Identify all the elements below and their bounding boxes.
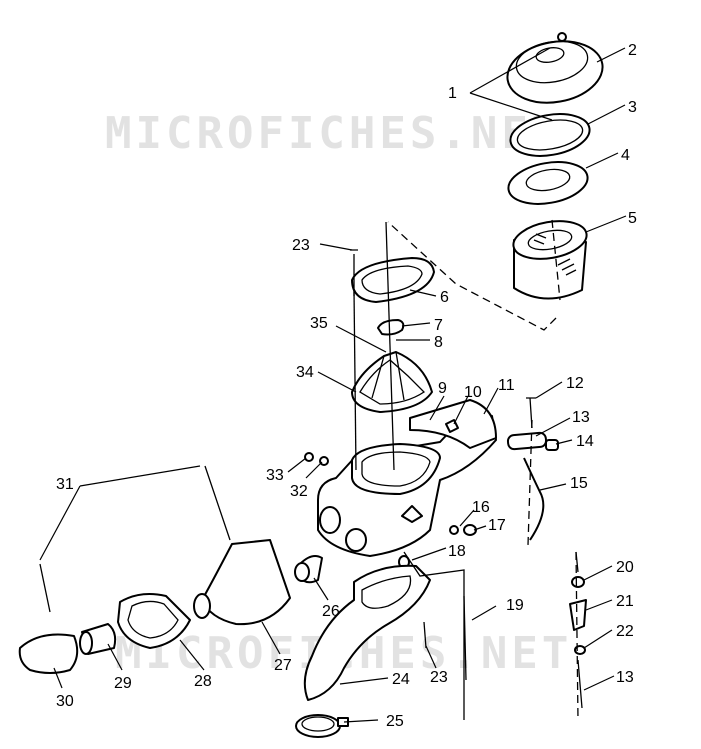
callout-32: 32	[290, 483, 308, 500]
plate	[377, 319, 405, 336]
callout-19: 19	[506, 597, 524, 614]
callout-20: 20	[616, 559, 634, 576]
callout-26: 26	[322, 603, 340, 620]
callout-29: 29	[114, 675, 132, 692]
callout-3: 3	[628, 99, 637, 116]
venturi-boot	[351, 351, 433, 413]
callout-30: 30	[56, 693, 74, 710]
drain-hose-15	[523, 457, 545, 541]
watermark-top: MICROFICHES.NET	[105, 108, 562, 159]
callout-23-bottom: 23	[430, 669, 448, 686]
callout-33: 33	[266, 467, 284, 484]
filter-cover	[506, 32, 604, 104]
fuel-line-20	[571, 551, 585, 588]
bolt-33	[304, 452, 314, 462]
intake-boot-27	[193, 539, 291, 626]
callout-13-bottom: 13	[616, 669, 634, 686]
filter-wing-nut	[509, 113, 591, 157]
callout-4: 4	[621, 147, 630, 164]
nut-32	[319, 456, 329, 466]
hose-clamp	[295, 714, 349, 738]
leader-lines	[39, 47, 627, 723]
guide-line-vertical	[385, 221, 395, 471]
callout-16: 16	[472, 499, 490, 516]
callout-25: 25	[386, 713, 404, 730]
callout-34: 34	[296, 364, 314, 381]
callout-23-top: 23	[292, 237, 310, 254]
guide-dashed-filter	[551, 219, 561, 301]
hose-13	[506, 431, 548, 451]
screw-23-bottom	[423, 621, 427, 649]
callout-28: 28	[194, 673, 212, 690]
air-box	[317, 409, 497, 557]
callout-2: 2	[628, 42, 637, 59]
airbox-gasket	[351, 257, 435, 303]
callout-14: 14	[576, 433, 594, 450]
callout-22: 22	[616, 623, 634, 640]
rods-31	[39, 465, 231, 613]
connector-26	[294, 555, 323, 584]
guide-dashed-right	[527, 419, 533, 546]
callout-7: 7	[434, 317, 443, 334]
callout-18: 18	[448, 543, 466, 560]
guide-dashed-top	[387, 221, 557, 331]
seal-28	[117, 593, 191, 649]
callout-27: 27	[274, 657, 292, 674]
guide-line-18	[403, 551, 465, 720]
callout-1: 1	[448, 85, 457, 102]
callout-31: 31	[56, 476, 74, 493]
callout-13-top: 13	[572, 409, 590, 426]
callout-17: 17	[488, 517, 506, 534]
washer-17	[449, 524, 477, 536]
hose-13b	[577, 659, 583, 709]
callout-9: 9	[438, 380, 447, 397]
callout-5: 5	[628, 210, 637, 227]
guide-dashed-fuel	[575, 551, 579, 721]
callout-35: 35	[310, 315, 328, 332]
filter-element	[512, 220, 588, 300]
callout-24: 24	[392, 671, 410, 688]
callout-15: 15	[570, 475, 588, 492]
filter-gasket	[507, 161, 589, 205]
fitting-14	[545, 439, 559, 451]
callout-labels: 1 2 3 4 5 6 7 8 9 10 11 12 13 14 15 16 1…	[56, 42, 637, 730]
callout-12: 12	[566, 375, 584, 392]
guide-line-left	[353, 289, 357, 471]
callout-8: 8	[434, 334, 443, 351]
intake-duct	[303, 564, 431, 701]
cap-30	[18, 633, 79, 674]
callout-6: 6	[440, 289, 449, 306]
callout-11: 11	[498, 377, 515, 394]
fuel-filter-21	[569, 599, 587, 631]
callout-21: 21	[616, 593, 634, 610]
callout-10: 10	[464, 384, 482, 401]
sleeve-29	[79, 623, 117, 655]
screw-12	[526, 397, 536, 429]
